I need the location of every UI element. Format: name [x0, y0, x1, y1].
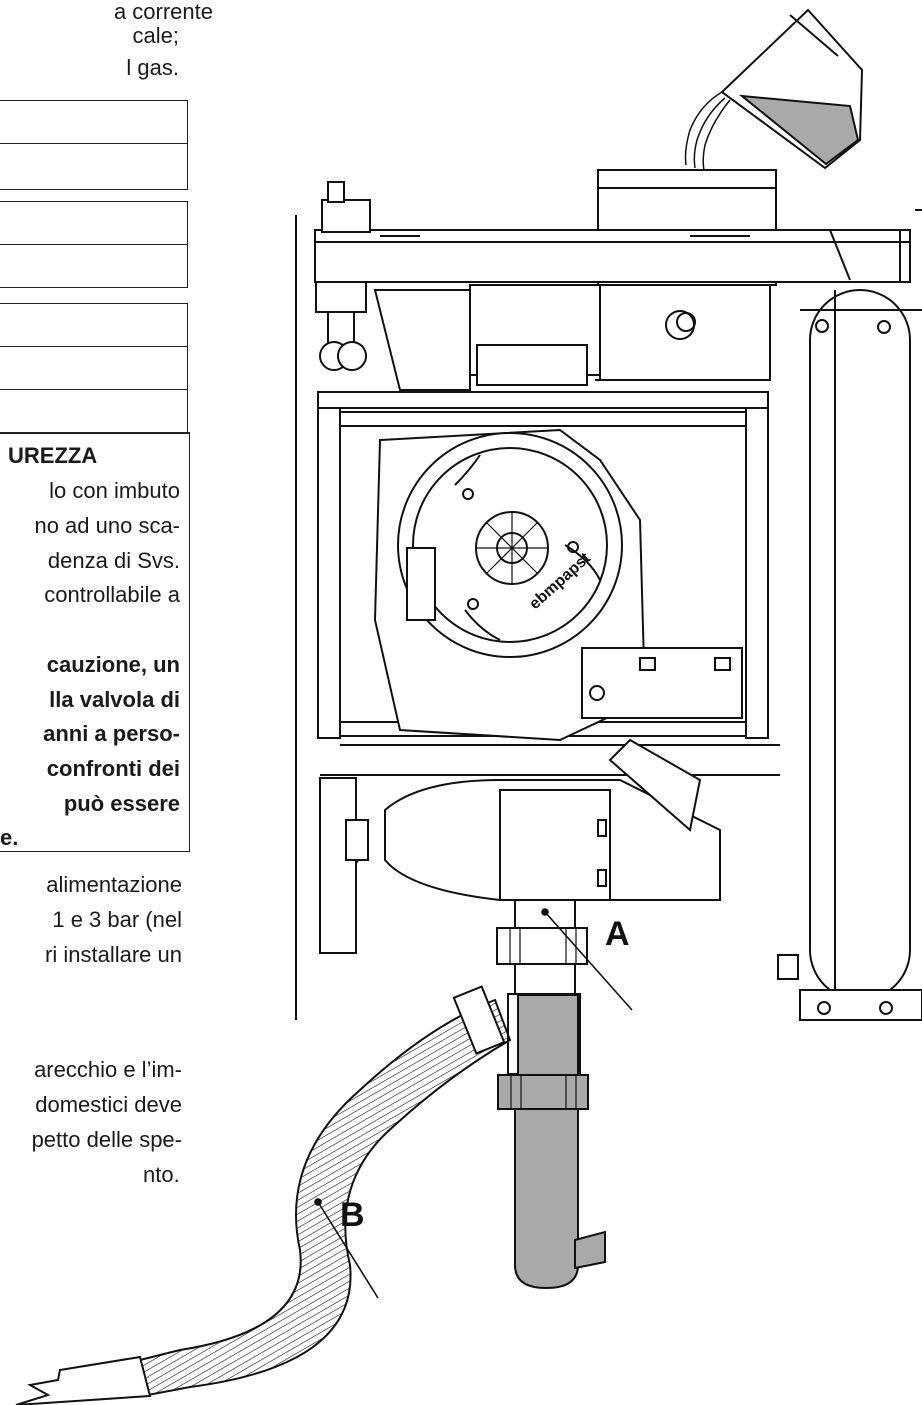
safety-line-1: lo con imbuto — [49, 478, 180, 503]
bottom-para-line-1: arecchio e l’im- — [34, 1057, 182, 1082]
safety-bold-4: confronti dei — [46, 756, 180, 781]
table-group-2 — [0, 201, 188, 288]
safety-box — [0, 432, 190, 852]
safety-bold-2: lla valvola di — [49, 687, 180, 712]
safety-bold-1: cauzione, un — [46, 652, 180, 677]
after-box-line-3: ri installare un — [45, 942, 182, 967]
bottom-para-line-4: nto. — [143, 1162, 180, 1187]
bottom-para-line-2: domestici deve — [35, 1092, 182, 1117]
safety-bold-3: anni a perso- — [43, 721, 180, 746]
safety-line-2: no ad uno sca- — [34, 513, 180, 538]
safety-line-3: denza di Svs. — [47, 548, 180, 573]
after-box-line-1: alimentazione — [46, 872, 182, 897]
safety-bold-6: e. — [0, 825, 19, 850]
table-row — [0, 347, 187, 390]
label-a: A — [605, 915, 630, 953]
bottom-para-line-3: petto delle spe- — [31, 1127, 182, 1152]
safety-line-4: controllabile a — [44, 582, 180, 607]
table-row — [0, 304, 187, 347]
top-line-2: cale; — [132, 23, 179, 48]
safety-bold-5: può essere — [63, 791, 180, 816]
label-b: B — [340, 1196, 365, 1234]
safety-heading: UREZZA — [8, 443, 98, 468]
top-line-1: a corrente — [113, 0, 213, 24]
table-row — [0, 101, 187, 144]
table-row — [0, 202, 187, 245]
top-line-3: l gas. — [126, 55, 179, 80]
after-box-line-2: 1 e 3 bar (nel — [52, 907, 182, 932]
table-group-1 — [0, 100, 188, 190]
